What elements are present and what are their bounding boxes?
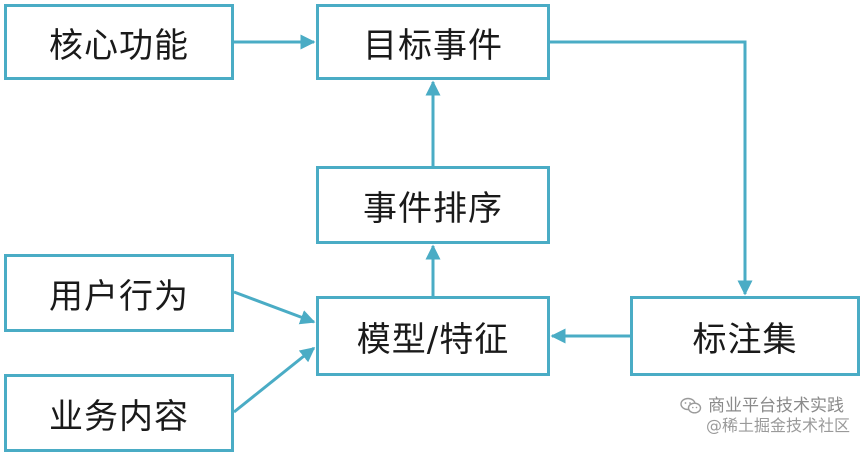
node-target-event: 目标事件 [316,4,550,80]
node-model-feature-label: 模型/特征 [356,319,510,360]
watermark-channel-row: 商业平台技术实践 [680,396,844,416]
node-business-content: 业务内容 [4,374,234,452]
node-event-ranking-label: 事件排序 [363,188,503,229]
node-user-behavior-label: 用户行为 [49,276,189,317]
node-model-feature: 模型/特征 [316,296,550,376]
watermark: 商业平台技术实践 @稀土掘金技术社区 [680,396,850,436]
node-labeled-set: 标注集 [630,296,860,376]
watermark-channel: 商业平台技术实践 [707,396,844,416]
node-core-function-label: 核心功能 [49,25,189,66]
arrow-biz-to-model [233,346,316,414]
arrow-target-to-labeled [550,40,753,296]
node-event-ranking: 事件排序 [316,166,550,244]
node-business-content-label: 业务内容 [49,396,189,437]
node-core-function: 核心功能 [4,4,234,80]
node-labeled-set-label: 标注集 [692,319,798,360]
arrow-user-to-model [233,290,316,325]
watermark-handle: @稀土掘金技术社区 [705,416,850,435]
wechat-icon [680,397,702,414]
node-target-event-label: 目标事件 [363,25,503,66]
node-user-behavior: 用户行为 [4,254,234,332]
